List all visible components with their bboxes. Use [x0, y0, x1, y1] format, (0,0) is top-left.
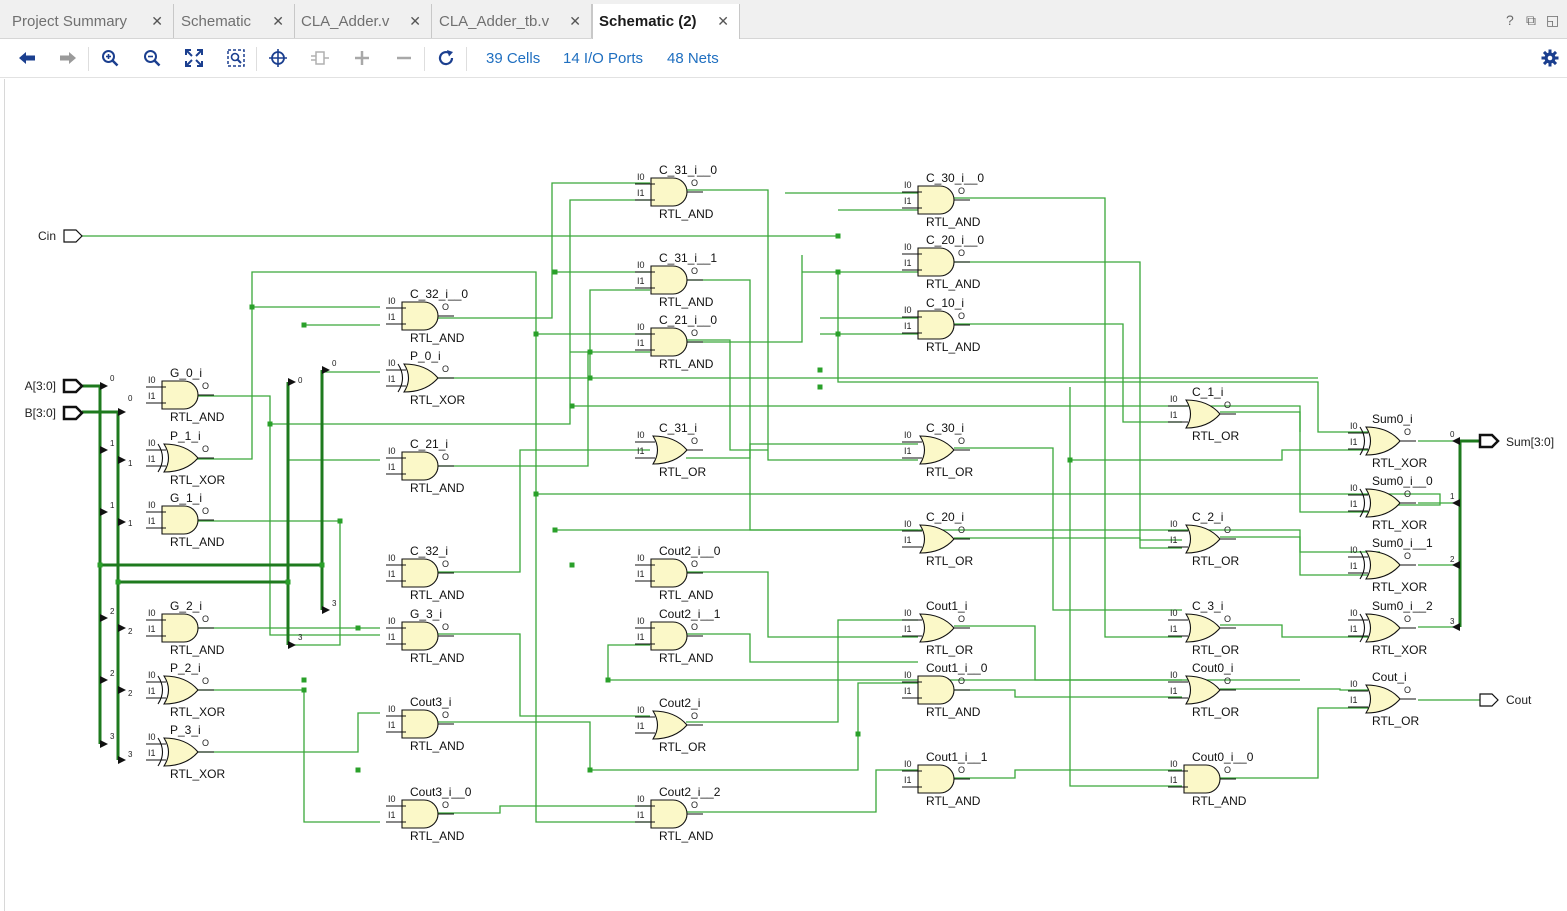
close-icon[interactable]: ✕ — [151, 13, 163, 29]
cells-count-link[interactable]: 39 Cells — [486, 50, 541, 67]
tab-cla-adder-v[interactable]: CLA_Adder.v ✕ — [295, 4, 432, 38]
nets-count-link[interactable]: 48 Nets — [667, 50, 719, 67]
gear-icon[interactable] — [1536, 45, 1564, 71]
tab-label: CLA_Adder.v — [301, 12, 390, 30]
tab-bar: Project Summary ✕ Schematic ✕ CLA_Adder.… — [0, 0, 1567, 39]
maximize-icon[interactable]: ◱ — [1546, 12, 1560, 28]
close-icon[interactable]: ✕ — [569, 13, 581, 29]
restore-icon[interactable]: ⧉ — [1526, 12, 1536, 28]
ports-count-link[interactable]: 14 I/O Ports — [563, 50, 644, 67]
fit-icon[interactable] — [180, 45, 208, 71]
tab-label: Schematic (2) — [599, 13, 697, 30]
help-icon[interactable]: ? — [1506, 12, 1514, 28]
expand-icon[interactable] — [306, 45, 334, 71]
zoom-out-icon[interactable] — [138, 45, 166, 71]
schematic-toolbar: 39 Cells 14 I/O Ports 48 Nets — [0, 39, 1567, 78]
tab-schematic-2[interactable]: Schematic (2) ✕ — [592, 4, 740, 39]
forward-icon[interactable] — [54, 45, 82, 71]
tab-schematic[interactable]: Schematic ✕ — [174, 4, 295, 38]
tab-project-summary[interactable]: Project Summary ✕ — [0, 4, 174, 38]
add-icon[interactable] — [348, 45, 376, 71]
back-icon[interactable] — [13, 45, 41, 71]
tab-label: Project Summary — [12, 12, 128, 30]
refresh-icon[interactable] — [432, 45, 460, 71]
close-icon[interactable]: ✕ — [717, 13, 729, 29]
remove-icon[interactable] — [390, 45, 418, 71]
close-icon[interactable]: ✕ — [409, 13, 421, 29]
schematic-canvas[interactable] — [4, 79, 1566, 911]
zoom-area-icon[interactable] — [222, 45, 250, 71]
tab-cla-adder-tb-v[interactable]: CLA_Adder_tb.v ✕ — [432, 4, 592, 38]
tab-label: Schematic — [181, 12, 252, 30]
select-icon[interactable] — [264, 45, 292, 71]
close-icon[interactable]: ✕ — [272, 13, 284, 29]
zoom-in-icon[interactable] — [96, 45, 124, 71]
tab-label: CLA_Adder_tb.v — [439, 12, 550, 30]
